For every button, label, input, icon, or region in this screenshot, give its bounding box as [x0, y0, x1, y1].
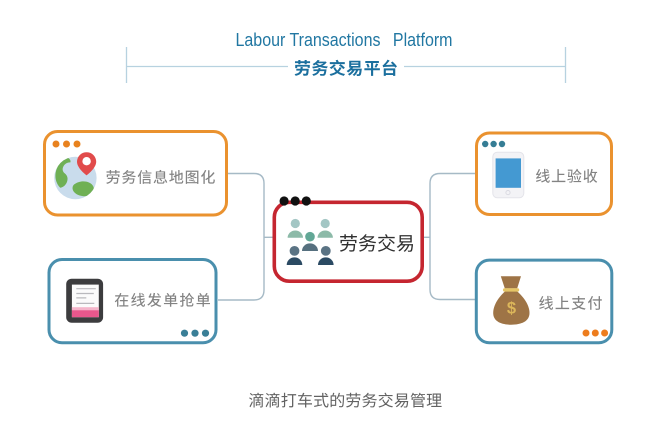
svg-text:Labour Transactions Platform: Labour Transactions Platform: [236, 30, 453, 50]
svg-text:$: $: [507, 299, 516, 317]
